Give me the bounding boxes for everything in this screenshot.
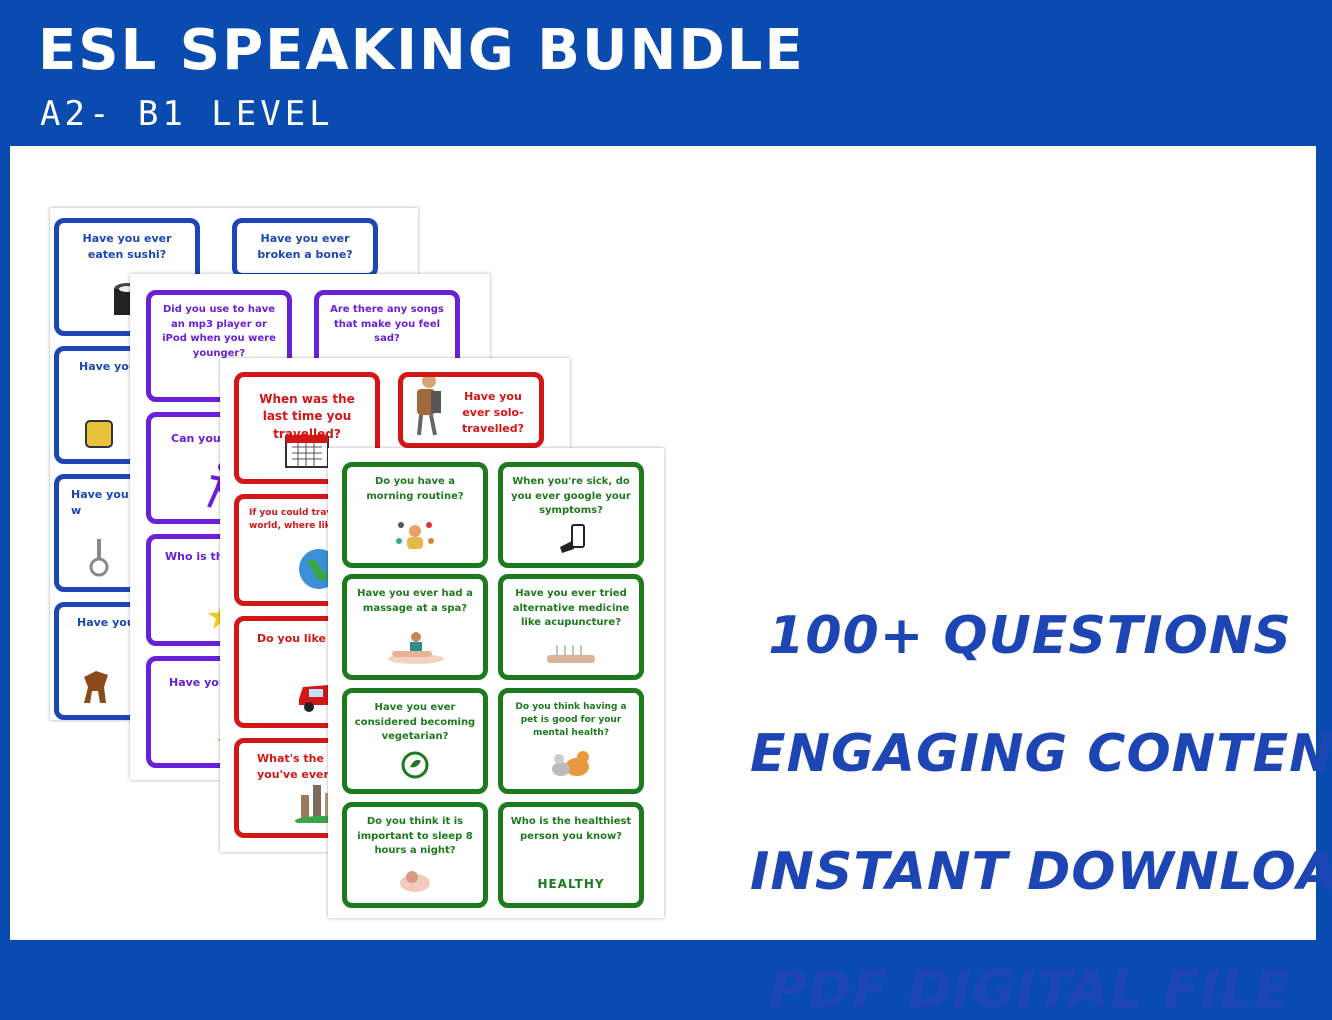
card-question: Have you ever had a massage at a spa? [357, 588, 473, 614]
card: Who is the healthiest person you know? H… [498, 802, 644, 908]
card: Did you use to have an mp3 player or iPo… [146, 290, 292, 402]
level-subtitle: A2- B1 LEVEL [40, 94, 334, 134]
pets-icon [549, 745, 593, 783]
feature-item: 100+ QUESTIONS [768, 606, 1292, 666]
content-panel: Have you ever eaten sushi? Have you ever… [10, 146, 1332, 1020]
card: Have you ever tried alternative medicine… [498, 574, 644, 680]
calendar-icon [284, 431, 330, 473]
card-question: Do you think having a pet is good for yo… [515, 702, 627, 739]
feature-item: INSTANT DOWNLOAD [750, 842, 1332, 902]
sheet-green: Do you have a morning routine? When you'… [328, 448, 664, 918]
card: Do you think having a pet is good for yo… [498, 688, 644, 794]
card-question: Have you h [77, 616, 147, 629]
feature-item: ENGAGING CONTENT [750, 724, 1332, 784]
card-question: When was the last time you travelled? [259, 392, 355, 441]
keys-icon [86, 537, 112, 581]
card-question: Have you ever considered becoming vegeta… [354, 702, 476, 742]
card-question: What's the be you've ever v [257, 752, 344, 781]
healthy-logo-text: HEALTHY [537, 877, 605, 891]
card-question: Have you ever eaten sushi? [82, 232, 172, 261]
trophy-icon [84, 419, 114, 453]
vegetarian-badge-icon [401, 751, 429, 783]
feature-item: PDF DIGITAL FILE [769, 960, 1291, 1020]
card: Have you ever considered becoming vegeta… [342, 688, 488, 794]
horse-icon [80, 665, 114, 709]
acupuncture-icon [545, 643, 597, 669]
card-question: Do you think it is important to sleep 8 … [357, 816, 473, 856]
card-question: Who is the healthiest person you know? [510, 816, 632, 842]
morning-routine-icon [395, 519, 435, 557]
sleeping-icon [398, 865, 432, 897]
card-question: Have you ever tried alternative medicine… [512, 588, 630, 628]
card-question: Have you ever solo-travelled? [462, 390, 524, 435]
card: When was the last time you travelled? [234, 372, 380, 484]
card: Have you ever broken a bone? [232, 218, 378, 278]
header-banner: ESL SPEAKING BUNDLE A2- B1 LEVEL [0, 0, 1332, 146]
smartphone-icon [558, 523, 588, 557]
backpacker-icon [411, 377, 447, 441]
card-question: Did you use to have an mp3 player or iPo… [162, 304, 276, 359]
card-question: When you're sick, do you ever google you… [511, 476, 631, 516]
card-question: Can you c [171, 432, 232, 445]
card: Do you have a morning routine? [342, 462, 488, 568]
healthy-food-logo: HEALTHY [537, 877, 604, 891]
card-question: If you could travel the world, where lik… [249, 508, 366, 532]
massage-icon [386, 629, 444, 669]
card-question: Do you like ro [257, 632, 343, 645]
page-title: ESL SPEAKING BUNDLE [38, 18, 805, 83]
card-question: Have you ever broken a bone? [257, 232, 353, 261]
card: Have you ever had a massage at a spa? [342, 574, 488, 680]
card: Have you ever solo-travelled? [398, 372, 544, 448]
card-question: Are there any songs that make you feel s… [330, 304, 444, 344]
card-question: Do you have a morning routine? [366, 476, 464, 502]
card: When you're sick, do you ever google you… [498, 462, 644, 568]
card: Do you think it is important to sleep 8 … [342, 802, 488, 908]
